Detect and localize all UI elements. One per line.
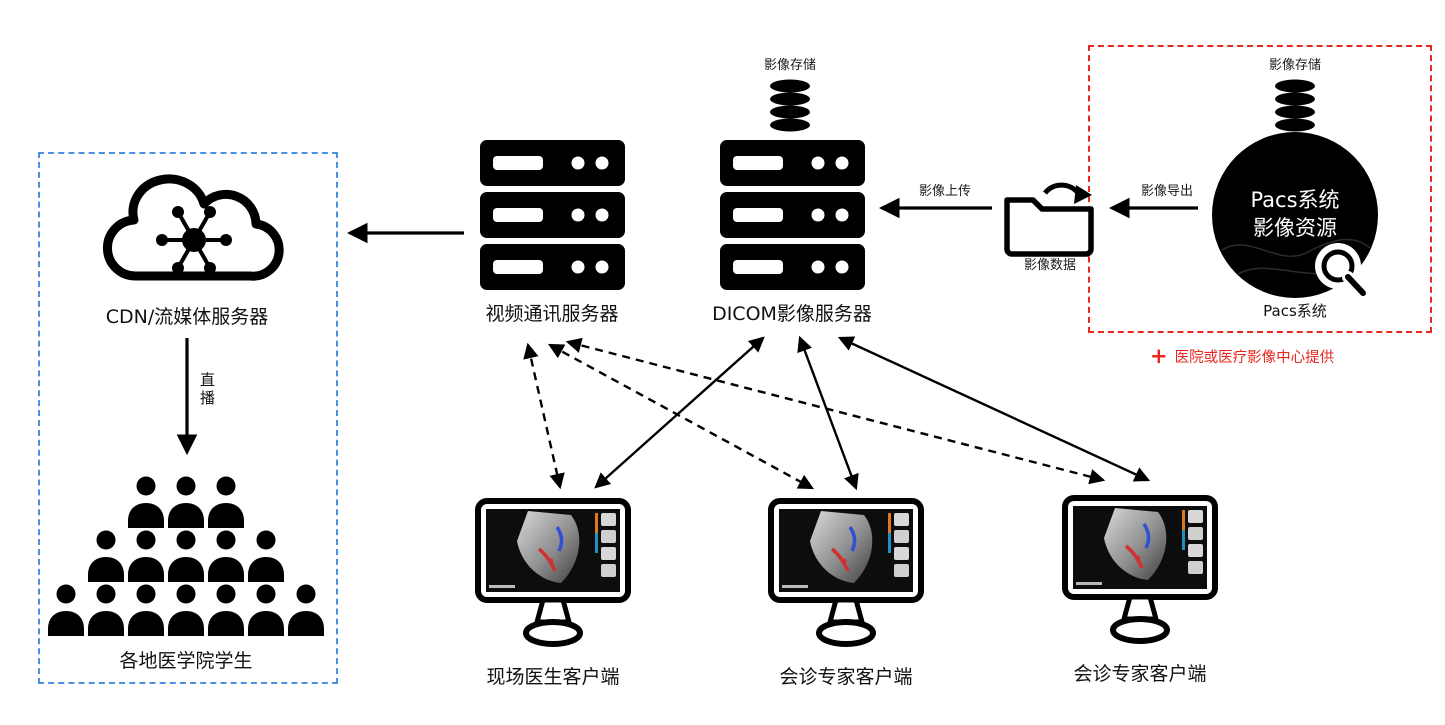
provider-note-text: 医院或医疗影像中心提供 (1174, 350, 1335, 366)
broadcast-boundary (38, 152, 338, 684)
image-upload-label: 影像上传 (918, 184, 971, 199)
link-video-client3 (565, 337, 1106, 485)
link-dicom-client1 (594, 336, 765, 489)
students-label: 各地医学院学生 (119, 650, 253, 672)
client3-monitor-icon (1060, 494, 1220, 659)
dicom-storage-database-icon (770, 79, 810, 132)
hospital-pacs-boundary (1088, 45, 1432, 333)
video-server-icon (480, 140, 625, 290)
client2-label: 会诊专家客户端 (779, 666, 913, 688)
image-export-label: 影像导出 (1140, 184, 1193, 199)
pacs-storage-database-icon (1275, 79, 1315, 132)
client1-label: 现场医生客户端 (486, 666, 620, 688)
pacs-caption: Pacs系统 (1263, 302, 1327, 320)
client1-monitor-icon (473, 497, 633, 662)
video-server-label: 视频通讯服务器 (485, 303, 619, 325)
network-hub-icon (156, 206, 232, 274)
client3-label: 会诊专家客户端 (1073, 663, 1207, 685)
pacs-circle-text: Pacs系统 影像资源 (1212, 186, 1378, 242)
link-video-client2 (547, 343, 815, 490)
cdn-cloud-icon (103, 174, 284, 281)
plus-icon: + (1150, 344, 1168, 368)
link-video-client1 (523, 342, 565, 490)
link-dicom-client3 (837, 336, 1151, 482)
image-data-label: 影像数据 (1023, 258, 1076, 273)
dicom-storage-label: 影像存储 (763, 58, 816, 73)
dicom-server-label: DICOM影像服务器 (712, 303, 872, 325)
dicom-server-icon (720, 140, 865, 290)
pacs-system-node: Pacs系统 影像资源 (1212, 132, 1378, 300)
students-icon (48, 476, 324, 636)
pacs-circle-subtitle: 影像资源 (1253, 216, 1337, 240)
link-dicom-client2 (797, 335, 859, 491)
image-data-folder-icon (1004, 182, 1094, 257)
client2-monitor-icon (766, 497, 926, 662)
pacs-storage-label: 影像存储 (1268, 58, 1321, 73)
live-broadcast-label: 直播 (198, 372, 216, 408)
provider-note: + 医院或医疗影像中心提供 (1150, 346, 1334, 367)
magnifier-icon (1315, 243, 1370, 300)
pacs-circle-title: Pacs系统 (1250, 188, 1340, 212)
cdn-server-label: CDN/流媒体服务器 (105, 306, 269, 328)
